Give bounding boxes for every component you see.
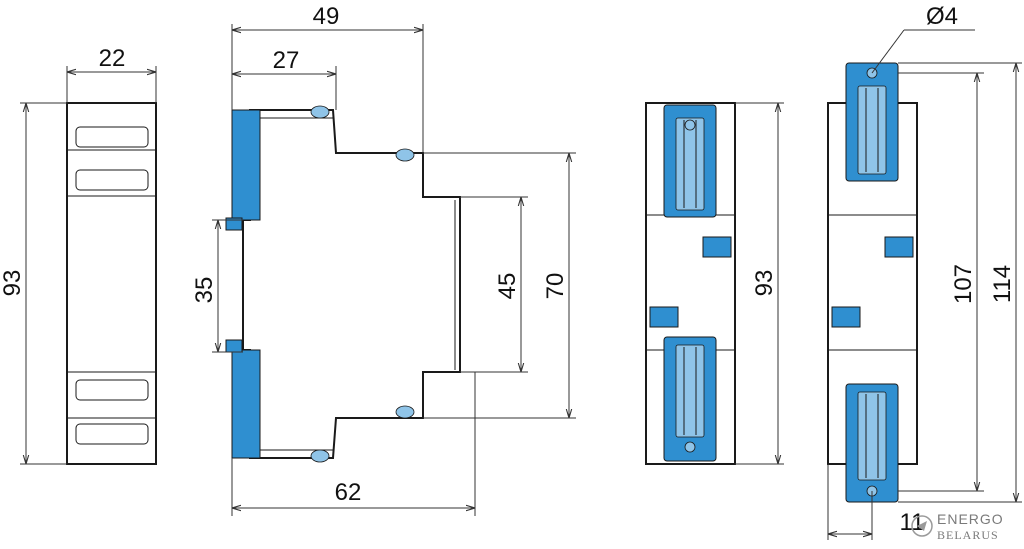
side-base-label: 62 (335, 479, 362, 506)
label-window (75, 379, 149, 401)
side-mid-height-label: 70 (542, 273, 569, 300)
energo-belarus-logo: ENERGO BELARUS (911, 511, 1004, 542)
rear-extended-view: Ø4 107 114 11 (827, 3, 1022, 540)
logo-bolt-icon (917, 521, 927, 531)
logo-icon (911, 515, 933, 537)
side-step-label: 27 (273, 47, 300, 74)
clip-tab (884, 236, 914, 258)
screw-icon (310, 105, 330, 119)
front-width-label: 22 (99, 45, 126, 72)
side-inner-height-label: 45 (494, 273, 521, 300)
side-view: 49 27 35 45 70 62 (191, 3, 576, 516)
label-window (75, 423, 149, 445)
clip-tab (702, 236, 732, 258)
logo-line1: ENERGO (937, 511, 1004, 527)
hole-diameter-label: Ø4 (926, 3, 958, 30)
clip-tab (831, 306, 861, 328)
screw-icon (395, 148, 415, 162)
label-window (75, 169, 149, 191)
screw-icon (310, 449, 330, 463)
rear-height-label: 93 (751, 270, 778, 297)
logo-line2: BELARUS (937, 528, 999, 542)
front-view: 22 93 (0, 45, 157, 465)
clip-tab (225, 339, 243, 353)
clip-tab (225, 217, 243, 231)
rear-view: 93 (645, 102, 784, 465)
inner-span-label: 107 (950, 264, 977, 304)
clip-tab (649, 306, 679, 328)
label-window (75, 126, 149, 148)
total-span-label: 114 (989, 265, 1016, 303)
lower-clip (231, 349, 261, 459)
front-height-label: 93 (0, 270, 26, 297)
side-depth-label: 49 (313, 3, 340, 30)
side-rail-label: 35 (191, 277, 218, 304)
screw-icon (395, 405, 415, 419)
upper-clip (231, 109, 261, 221)
